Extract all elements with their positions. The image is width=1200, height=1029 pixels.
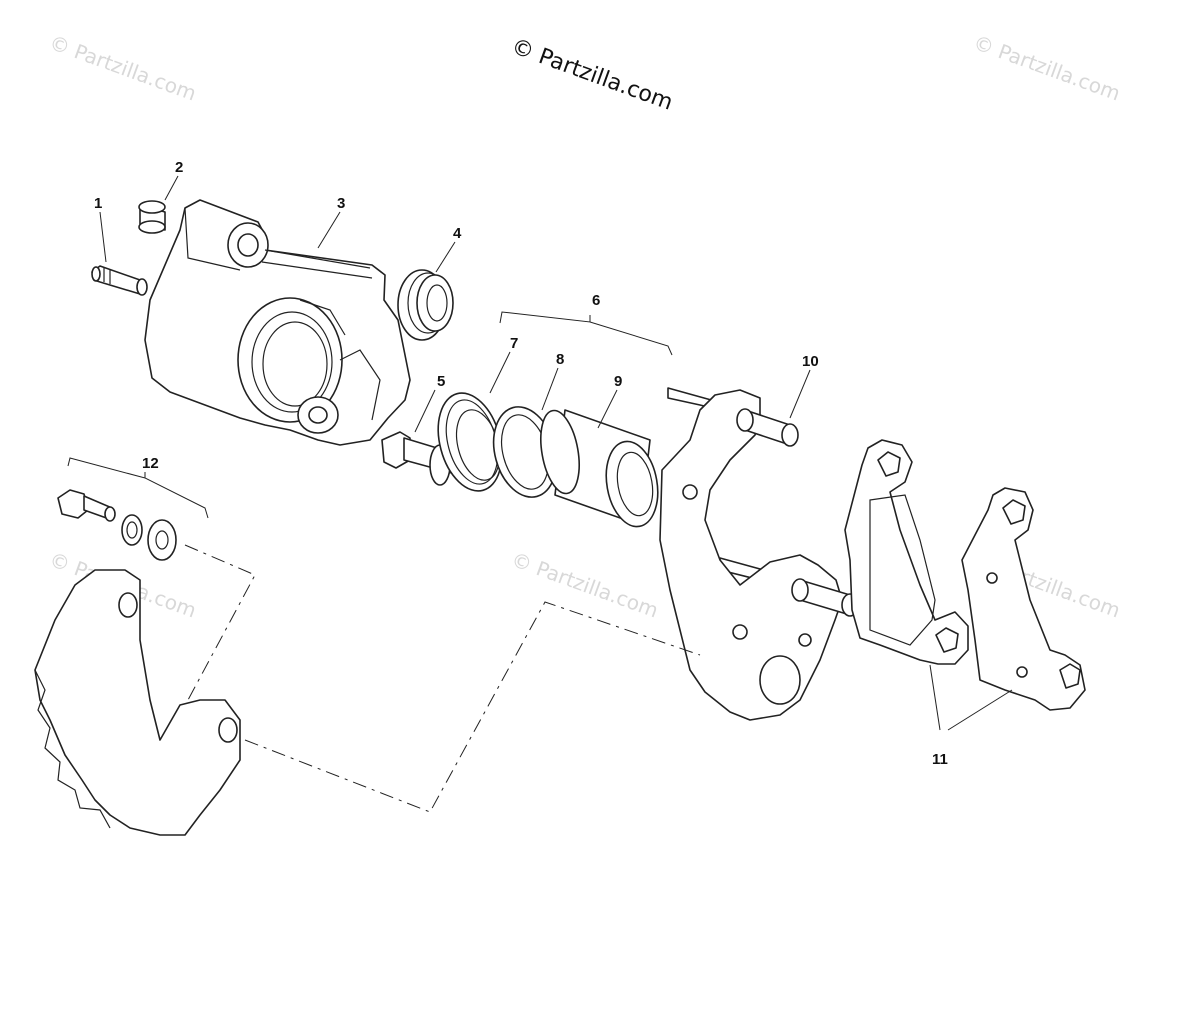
watermark-top: © Partzilla.com	[508, 34, 676, 116]
assembly-dash-lines	[184, 544, 701, 813]
callout-7: 7	[510, 335, 518, 352]
mounting-knuckle	[34, 569, 241, 836]
callout-8: 8	[556, 351, 564, 368]
callout-5: 5	[437, 373, 445, 390]
watermark-top-left: © Partzilla.com	[46, 30, 199, 105]
part-1-bleeder-screw	[91, 265, 148, 296]
part-2-bushing	[138, 200, 166, 234]
callout-2: 2	[175, 159, 183, 176]
part-12-bolt-washers	[57, 489, 177, 561]
callout-1: 1	[94, 195, 102, 212]
part-9-piston	[540, 409, 659, 528]
callout-6: 6	[592, 292, 600, 309]
callout-3: 3	[337, 195, 345, 212]
callout-4: 4	[453, 225, 462, 242]
callout-12: 12	[142, 455, 159, 472]
callout-9: 9	[614, 373, 622, 390]
watermark-mid-center: © Partzilla.com	[508, 547, 661, 622]
part-11-brake-pads	[844, 439, 1086, 711]
part-3-caliper-body	[144, 199, 411, 446]
part-10-bracket	[659, 387, 859, 721]
callout-11: 11	[932, 751, 948, 768]
leader-lines	[67, 175, 1013, 731]
callout-labels: 1 2 3 4 5 6 7 8 9 10 11 12	[94, 159, 948, 768]
part-4-dust-boot	[397, 269, 454, 341]
watermark-top-right: © Partzilla.com	[970, 30, 1123, 105]
callout-10: 10	[802, 353, 819, 370]
